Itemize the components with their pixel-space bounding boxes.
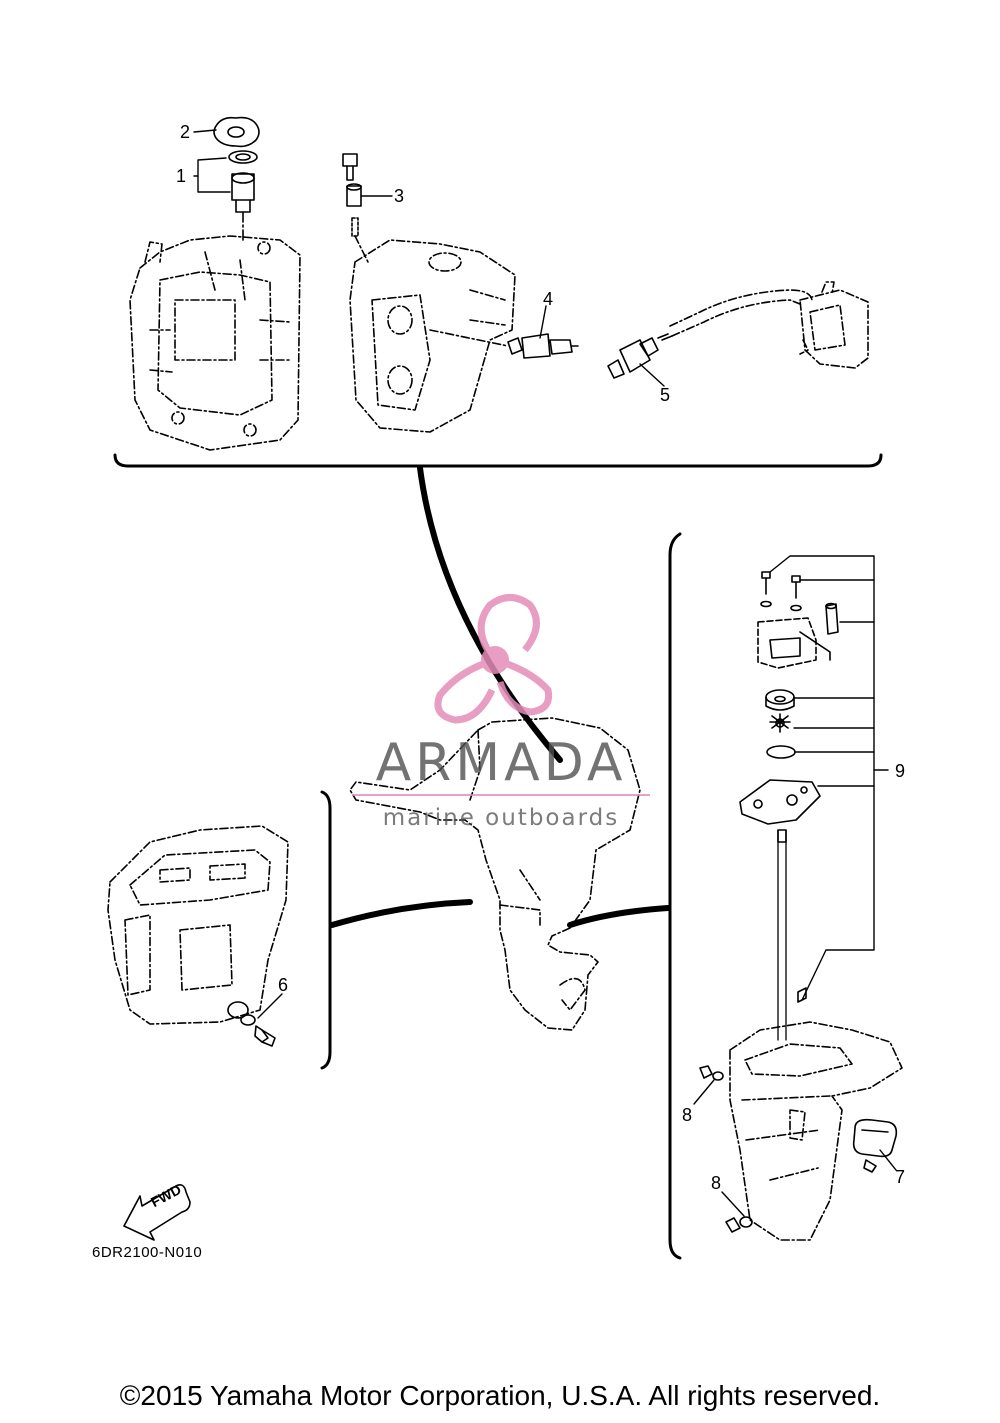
- fwd-arrow-icon: [123, 1184, 191, 1241]
- bottom-cowling: [107, 825, 289, 1025]
- anode-bolt: [342, 153, 369, 263]
- callout-leader-lines: [193, 129, 897, 1217]
- top-group-bracket: [113, 453, 883, 468]
- callout-7: 7: [895, 1167, 906, 1187]
- callout-4: 4: [543, 289, 554, 309]
- fuel-pump: [799, 281, 869, 369]
- spark-plug: [429, 329, 579, 359]
- cylinder-block: [129, 235, 301, 451]
- outboard-motor: [349, 717, 641, 1031]
- connector-top: [417, 465, 563, 763]
- left-group-bracket: [320, 790, 332, 1070]
- callout-6: 6: [278, 975, 289, 995]
- callout-9: 9: [895, 761, 906, 781]
- fuel-filter: [607, 289, 813, 379]
- lower-unit: [729, 1021, 903, 1241]
- water-pump-kit: [739, 571, 839, 1041]
- callout-8-upper: 8: [682, 1105, 693, 1125]
- callout-8-lower: 8: [711, 1173, 722, 1193]
- copyright-notice: ©2015 Yamaha Motor Corporation, U.S.A. A…: [119, 1380, 881, 1411]
- drain-screw-lower: [725, 1216, 753, 1233]
- part-9-leader-lines: [769, 555, 889, 1001]
- callout-3: 3: [394, 186, 405, 206]
- connector-right: [567, 905, 671, 928]
- thermostat-group: [213, 116, 260, 241]
- diagram-code: 6DR2100-N010: [92, 1244, 203, 1261]
- callout-5: 5: [660, 385, 671, 405]
- watermark-tagline: marine outboards: [382, 805, 620, 831]
- callout-1: 1: [176, 166, 187, 186]
- cylinder-head: [349, 239, 516, 433]
- grease-bolt: [227, 1001, 276, 1047]
- propeller-logo-icon: [434, 594, 553, 724]
- watermark-brand: ARMADA: [375, 733, 627, 793]
- trim-anode: [852, 1118, 898, 1173]
- connector-left: [329, 899, 473, 928]
- drain-screw-upper: [699, 1065, 724, 1081]
- callout-2: 2: [180, 122, 191, 142]
- right-group-bracket: [668, 532, 682, 1260]
